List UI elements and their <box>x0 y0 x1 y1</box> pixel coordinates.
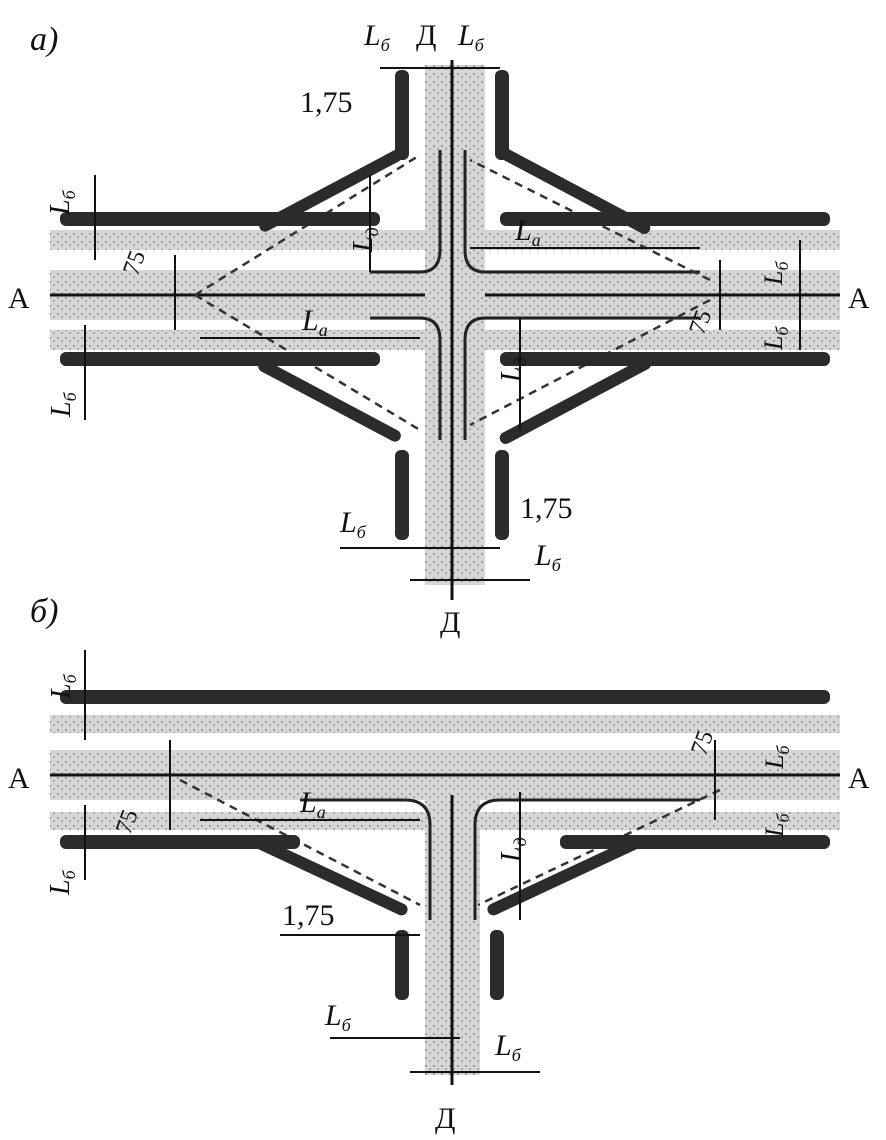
la-label-top-a: Lа <box>514 214 541 250</box>
lb-label-top-right-a: Lб <box>457 19 485 55</box>
dim-175-top-a: 1,75 <box>300 86 353 119</box>
lb-label-left-top-a: Lб <box>45 189 79 216</box>
panel-b: б) А А Д 1,75 Lа Lд 75 75 Lб Lб Lб Lб Lб… <box>8 593 870 1135</box>
lb-label-left-bottom-b: Lб <box>45 869 79 896</box>
curb-se-a <box>463 316 700 440</box>
dim-75-left-b-label: 75 <box>111 806 144 837</box>
road-label-bottom-a: Д <box>440 606 460 639</box>
tree-row-vertical-a <box>395 70 509 540</box>
lb-label-left-top-b: Lб <box>46 673 80 700</box>
curb-nw-a <box>370 150 442 274</box>
la-label-bottom-a: Lа <box>301 304 328 340</box>
lb-label-bottom-left-b: Lб <box>324 999 352 1035</box>
tree-row-top-b <box>60 690 830 704</box>
lb-label-bottom-left-a: Lб <box>339 506 367 542</box>
tree-row-bottom-b <box>60 835 830 1000</box>
ld-label-left-a: Lд <box>348 227 382 253</box>
dim-175-bottom-a: 1,75 <box>520 492 573 525</box>
lb-label-bottom-right-a: Lб <box>534 539 562 575</box>
road-label-left-a: А <box>8 282 30 315</box>
tree-row-top-a <box>60 147 830 234</box>
planting-strip-top-b <box>50 715 840 733</box>
road-label-top-a: Д <box>416 19 436 52</box>
tree-row-bottom-a <box>60 352 830 444</box>
panel-a: а) А А Д Д Lб Lб 1,75 1,75 Lд Lд Lа Lа 7… <box>8 19 870 639</box>
curb-sw-b <box>300 798 432 920</box>
lb-label-right-bottom-b: Lб <box>760 813 793 838</box>
dim-175-b: 1,75 <box>282 899 335 932</box>
road-label-bottom-b: Д <box>435 1102 455 1135</box>
lb-label-right-top-a: Lб <box>759 261 792 286</box>
lb-label-top-left-a: Lб <box>363 19 391 55</box>
road-label-left-b: А <box>8 762 30 795</box>
road-label-right-a: А <box>848 282 870 315</box>
panel-label-a: а) <box>30 21 58 58</box>
road-label-right-b: А <box>848 762 870 795</box>
secondary-road-a <box>425 65 485 585</box>
ld-label-b: Lд <box>496 837 530 863</box>
sight-line-ne-a <box>469 158 711 282</box>
sight-line-se-a <box>469 298 711 427</box>
lb-label-left-bottom-a: Lб <box>46 391 80 418</box>
lb-label-right-top-b: Lб <box>760 745 793 770</box>
la-label-b: Lа <box>299 786 326 822</box>
curb-ne-a <box>463 150 700 274</box>
ld-label-right-a: Lд <box>496 357 530 383</box>
panel-label-b: б) <box>30 593 58 630</box>
sight-line-sw-b <box>179 778 421 907</box>
curb-sw-a <box>370 316 442 440</box>
curb-se-b <box>473 798 700 920</box>
lb-label-right-bottom-a: Lб <box>759 326 792 351</box>
lb-label-bottom-right-b: Lб <box>494 1029 522 1065</box>
